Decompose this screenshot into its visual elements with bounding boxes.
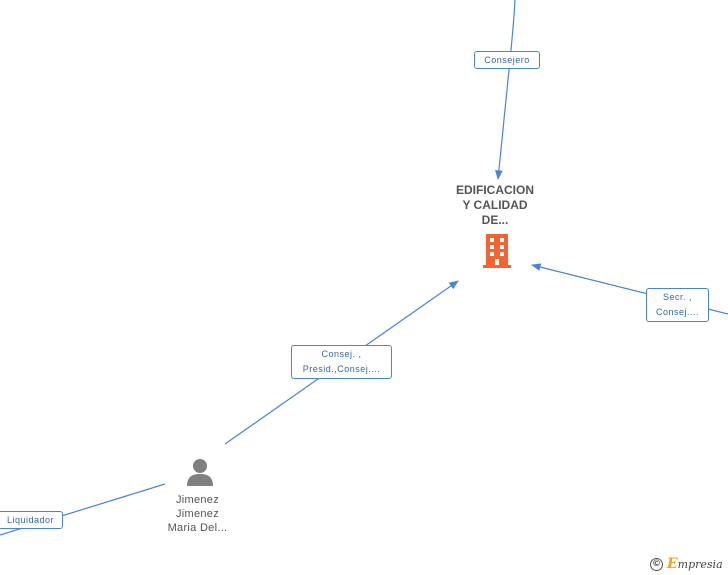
- company-name-line: Y CALIDAD: [462, 198, 528, 212]
- brand-initial: E: [667, 556, 678, 572]
- person-name-line: Maria Del...: [167, 522, 228, 534]
- person-name-line: Jimenez: [175, 494, 220, 506]
- person-name-line: Jimenez: [175, 508, 220, 520]
- brand-rest: mpresia: [677, 558, 723, 571]
- person-icon[interactable]: [185, 457, 215, 487]
- edge-label-secr-consej[interactable]: Secr. , Consej....: [646, 288, 709, 322]
- company-name-line: DE...: [481, 213, 509, 227]
- edge-label-line: Secr. ,: [662, 292, 692, 302]
- person-name[interactable]: Jimenez Jimenez Maria Del...: [150, 493, 245, 535]
- edge-top-line: [495, 0, 516, 180]
- building-icon[interactable]: [482, 233, 512, 269]
- edge-label-liquidador[interactable]: Liquidador: [0, 511, 63, 529]
- empresia-logo: Empresia: [667, 556, 723, 572]
- edge-label-consej-presid[interactable]: Consej. , Presid.,Consej....: [291, 345, 392, 379]
- edge-label-line: Liquidador: [6, 515, 55, 525]
- empresia-watermark: © Empresia: [650, 555, 723, 573]
- edge-label-line: Presid.,Consej....: [302, 364, 381, 374]
- company-name[interactable]: EDIFICACION Y CALIDAD DE...: [440, 183, 550, 228]
- edge-label-line: Consej. ,: [321, 349, 362, 359]
- edge-label-consejero[interactable]: Consejero: [474, 51, 540, 69]
- edge-label-line: Consejero: [484, 55, 530, 65]
- company-name-line: EDIFICACION: [456, 183, 534, 197]
- copyright-icon: ©: [650, 557, 663, 571]
- edge-label-line: Consej....: [655, 307, 700, 317]
